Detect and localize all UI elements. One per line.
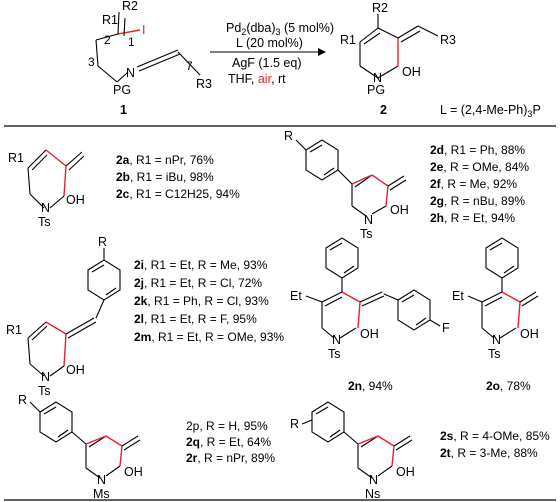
condition-catalyst: Pd2(dba)3 (5 mol%) — [226, 21, 334, 37]
structure-a: R1 N Ts OH — [8, 149, 85, 229]
reactant-pos-3: 3 — [88, 55, 95, 69]
struct-2n-ts: Ts — [328, 347, 341, 361]
product-structure: R2 R1 R3 N PG OH 2 — [340, 1, 456, 117]
struct-p-oh: OH — [124, 465, 143, 479]
struct-s-n: N — [369, 473, 378, 487]
struct-b-ts: Ts — [360, 227, 373, 241]
struct-b-oh: OH — [390, 203, 409, 217]
product-2c: 2c, R1 = C12H25, 94% — [116, 187, 240, 201]
struct-2o-n: N — [492, 333, 501, 347]
struct-p-ms: Ms — [93, 487, 110, 501]
product-2n: 2n, 94% — [348, 379, 393, 393]
product-2b: 2b, R1 = iBu, 98% — [116, 170, 214, 184]
condition-solvent: THF, air, rt — [228, 72, 286, 86]
condition-additive: AgF (1.5 eq) — [232, 56, 301, 70]
reactant-pos-2: 2 — [104, 33, 111, 47]
product-2g: 2g, R = nBu, 89% — [430, 194, 525, 208]
product-2i: 2i, R1 = Et, R = Me, 93% — [134, 258, 268, 272]
condition-ligand: L (20 mol%) — [236, 36, 303, 50]
struct-2n-et: Et — [290, 289, 302, 303]
struct-p-r: R — [18, 393, 27, 407]
product-2m: 2m, R1 = Et, R = OMe, 93% — [134, 330, 284, 344]
product-2k: 2k, R1 = Ph, R = Cl, 93% — [134, 294, 269, 308]
ligand-definition: L = (2,4-Me-Ph)3P — [440, 103, 541, 119]
struct-c-r: R — [98, 235, 107, 249]
product-2a: 2a, R1 = nPr, 76% — [116, 153, 214, 167]
product-2s: 2s, R = 4-OMe, 85% — [440, 429, 550, 443]
reactant-iodine: I — [142, 23, 145, 37]
product-2l: 2l, R1 = Et, R = F, 95% — [134, 312, 257, 326]
struct-s-ns: Ns — [365, 487, 380, 501]
struct-c-ts: Ts — [38, 384, 51, 398]
struct-2n-n: N — [332, 333, 341, 347]
struct-a-r1: R1 — [8, 151, 24, 165]
struct-s-r: R — [290, 417, 299, 431]
struct-s-oh: OH — [396, 465, 415, 479]
product-2e: 2e, R = OMe, 84% — [430, 160, 529, 174]
struct-2o-oh: OH — [520, 327, 539, 341]
struct-c-r1: R1 — [6, 323, 22, 337]
product-2h: 2h, R = Et, 94% — [430, 211, 515, 225]
structure-b: R N Ts OH — [284, 129, 409, 241]
struct-a-ts: Ts — [38, 215, 51, 229]
product-r2: R2 — [372, 1, 388, 15]
struct-p-n: N — [97, 473, 106, 487]
product-oh: OH — [402, 65, 421, 79]
reactant-pg: PG — [113, 83, 131, 97]
struct-2n-f: F — [442, 321, 450, 335]
reactant-structure: R1 R2 I 2 1 3 7 N PG R3 1 — [88, 0, 212, 117]
product-2p: 2p, R = H, 95% — [186, 419, 268, 433]
struct-c-n: N — [41, 370, 50, 384]
struct-2o-ts: Ts — [488, 347, 501, 361]
struct-2o-et: Et — [452, 289, 464, 303]
reactant-n: N — [126, 66, 135, 80]
struct-b-r: R — [284, 129, 293, 143]
reactant-pos-7: 7 — [186, 59, 193, 73]
struct-a-oh: OH — [66, 193, 85, 207]
struct-b-n: N — [364, 213, 373, 227]
reactant-number: 1 — [120, 103, 127, 117]
product-2r: 2r, R = nPr, 89% — [186, 451, 275, 465]
structure-2o: Et N Ts OH — [452, 237, 539, 361]
reactant-r1: R1 — [102, 13, 118, 27]
product-r1: R1 — [340, 33, 356, 47]
product-2o: 2o, 78% — [486, 379, 531, 393]
structure-p: R N Ms OH — [18, 393, 143, 501]
product-2f: 2f, R = Me, 92% — [430, 177, 517, 191]
product-n: N — [373, 71, 382, 85]
structure-2n: Et N Ts OH F — [290, 237, 450, 361]
structure-s: R N Ns OH — [290, 401, 415, 501]
product-2t: 2t, R = 3-Me, 88% — [440, 446, 538, 460]
struct-2n-oh: OH — [360, 327, 379, 341]
reactant-r3: R3 — [196, 77, 212, 91]
product-2j: 2j, R1 = Et, R = Cl, 72% — [134, 276, 262, 290]
product-2q: 2q, R = Et, 64% — [186, 435, 271, 449]
reaction-arrow — [210, 48, 326, 56]
product-2d: 2d, R1 = Ph, 88% — [430, 143, 525, 157]
product-r3: R3 — [440, 33, 456, 47]
struct-c-oh: OH — [66, 363, 85, 377]
reactant-r2: R2 — [122, 0, 138, 13]
reactant-pos-1: 1 — [128, 35, 135, 49]
product-pg: PG — [367, 83, 385, 97]
structure-c: R R1 N Ts OH — [6, 235, 121, 398]
struct-a-n: N — [41, 201, 50, 215]
product-number: 2 — [380, 103, 387, 117]
